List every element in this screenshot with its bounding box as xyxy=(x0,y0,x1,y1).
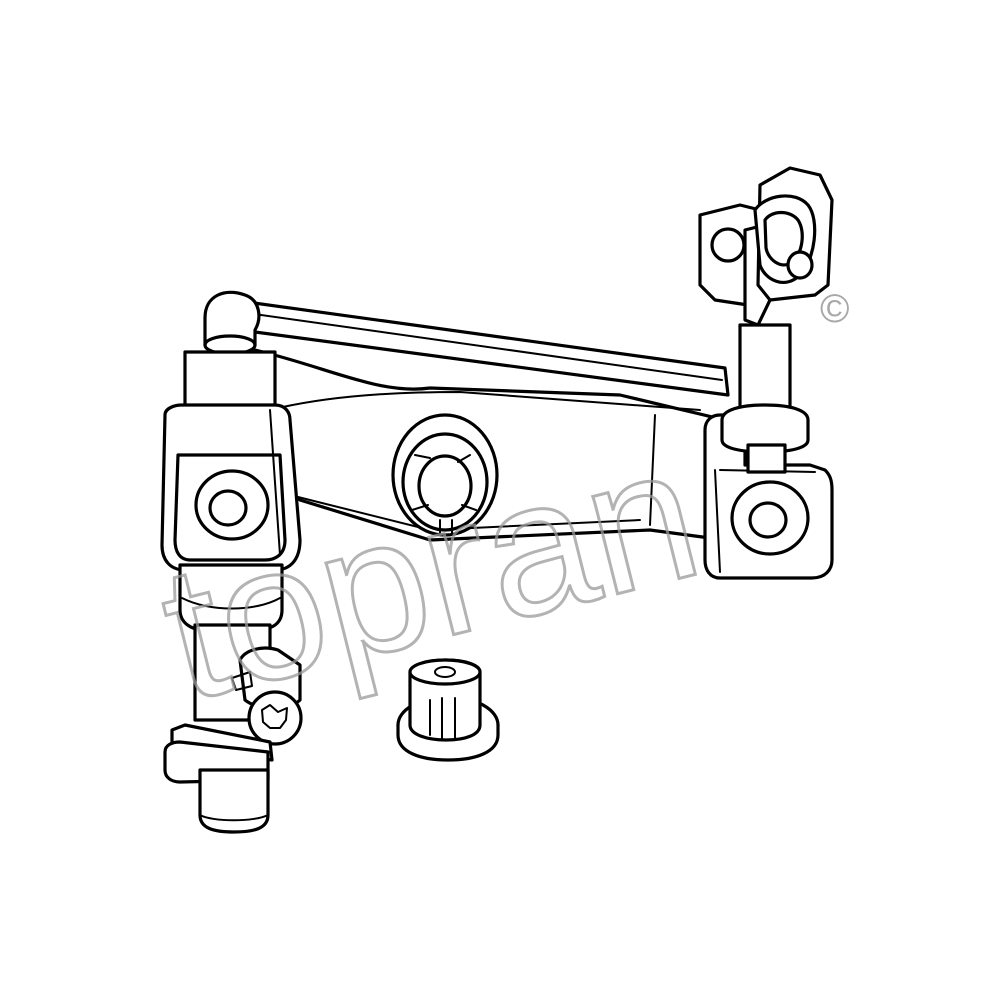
bottom-output-shaft xyxy=(198,768,270,834)
lower-torx-bolt xyxy=(231,646,303,746)
left-pivot-bolt xyxy=(194,469,270,541)
right-pivot-bolt xyxy=(730,480,810,556)
right-vertical-rod xyxy=(720,323,810,474)
left-top-elbow xyxy=(203,290,261,356)
loose-bushing xyxy=(396,658,500,762)
center-bushing xyxy=(391,413,499,537)
clevis-rod-end xyxy=(753,166,834,302)
copyright-symbol: © xyxy=(820,287,849,331)
